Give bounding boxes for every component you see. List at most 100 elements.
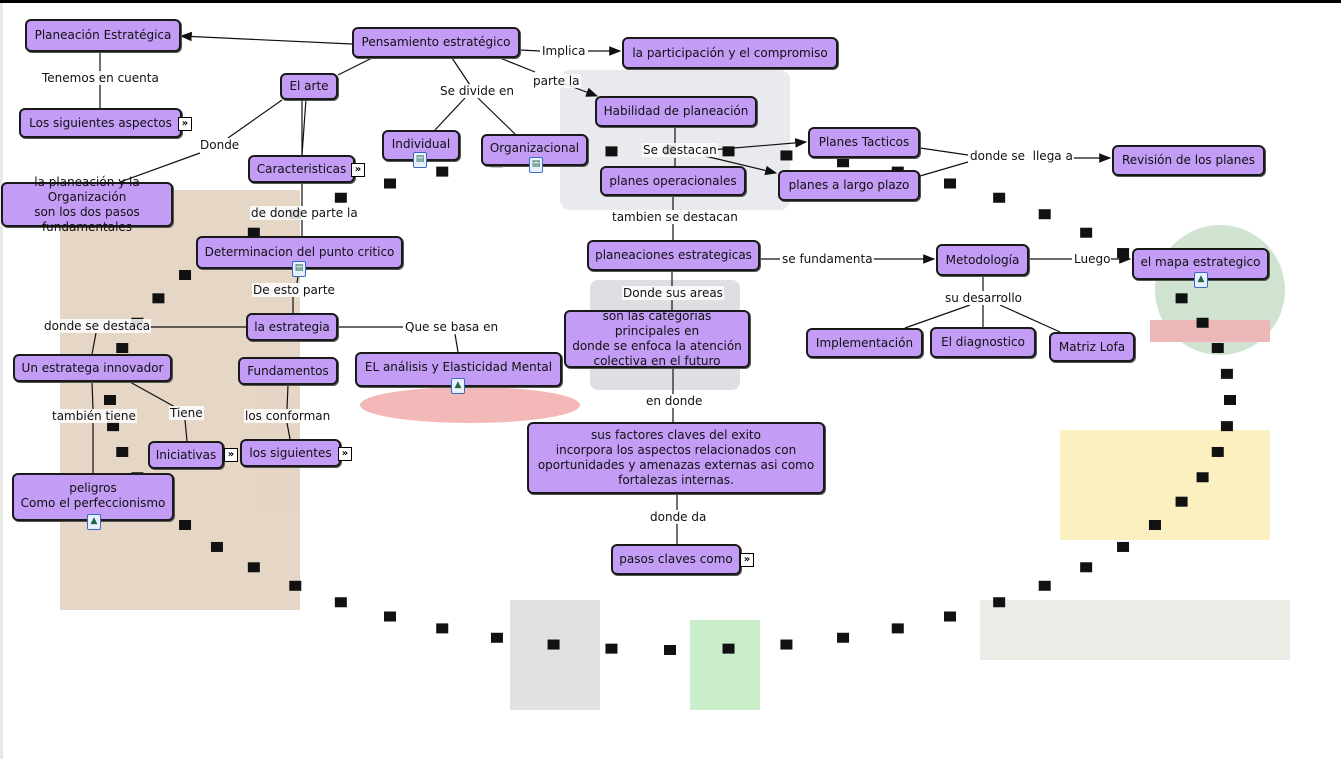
concept-planeaciones-estrategicas[interactable]: planeaciones estrategicas: [587, 240, 760, 271]
decorative-dot: [1220, 421, 1233, 432]
decorative-dot: [993, 597, 1006, 608]
decorative-dot: [152, 293, 165, 304]
concept-planeacion-organizacion[interactable]: la planeación y la Organización son los …: [1, 175, 173, 234]
concept-pasos-claves[interactable]: pasos claves como: [611, 544, 741, 575]
link-label-en-donde: en donde: [645, 394, 704, 408]
decorative-dot: [944, 178, 956, 189]
link-label-tiene: Tiene: [169, 406, 204, 420]
concept-metodologia[interactable]: Metodología: [936, 244, 1029, 276]
decorative-dot: [891, 623, 904, 634]
expand-submap-icon[interactable]: »: [178, 117, 192, 131]
concept-pensamiento-estrategico[interactable]: Pensamiento estratégico: [352, 27, 520, 58]
decorative-dot: [104, 395, 116, 405]
decorative-dot: [334, 597, 347, 608]
decorative-dot: [1175, 496, 1188, 507]
document-resource-icon[interactable]: ▤: [292, 261, 306, 277]
concept-implementacion[interactable]: Implementación: [806, 328, 923, 358]
decorative-dot: [116, 446, 129, 457]
concept-el-arte[interactable]: El arte: [280, 73, 338, 100]
decorative-dot: [1038, 580, 1051, 591]
concept-habilidad-planeacion[interactable]: Habilidad de planeación: [595, 96, 757, 127]
link-label-donde-areas: Donde sus areas: [622, 286, 724, 300]
concept-matriz-lofa[interactable]: Matriz Lofa: [1049, 332, 1135, 362]
decorative-dot: [1220, 368, 1233, 379]
concept-factores-claves[interactable]: sus factores claves del exito incorpora …: [527, 422, 825, 494]
decorative-dot: [179, 270, 192, 280]
decorative-dot: [490, 632, 503, 643]
image-resource-icon[interactable]: ▲: [1194, 272, 1208, 288]
decorative-dot: [179, 520, 192, 530]
link-label-divide: Se divide en: [439, 84, 516, 98]
image-resource-icon[interactable]: ▲: [451, 378, 465, 394]
link-label-donde: Donde: [199, 138, 241, 152]
decorative-dot: [605, 643, 618, 654]
link-label-donde-da: donde da: [649, 510, 708, 524]
concept-fundamentos[interactable]: Fundamentos: [238, 357, 338, 385]
decorative-dot: [436, 623, 449, 634]
window-left-border: [0, 3, 3, 759]
decorative-dot: [116, 343, 129, 354]
decorative-dot: [1211, 343, 1224, 354]
link-label-implica: Implica: [541, 44, 587, 58]
link-label-tambien-destacan: tambien se destacan: [611, 210, 739, 224]
link-label-fundamenta: se fundamenta: [781, 252, 874, 266]
decorative-dot: [780, 150, 793, 161]
decorative-dot: [1196, 472, 1209, 483]
link-label-desarrollo: su desarrollo: [944, 291, 1024, 305]
decorative-dot: [1080, 227, 1093, 238]
decorative-dot: [722, 643, 735, 654]
concept-la-estrategia[interactable]: la estrategia: [246, 313, 338, 341]
decorative-dot: [1148, 520, 1161, 530]
concept-peligros[interactable]: peligros Como el perfeccionismo: [12, 473, 174, 521]
decorative-dot: [1175, 293, 1188, 304]
decorative-dot: [247, 227, 260, 238]
concept-participacion[interactable]: la participación y el compromiso: [622, 37, 838, 69]
decorative-dot: [210, 541, 223, 552]
image-resource-icon[interactable]: ▲: [87, 514, 101, 530]
decorative-dot: [107, 421, 120, 432]
concept-caracteristicas[interactable]: Caracteristicas: [248, 155, 355, 183]
dotted-circle-decoration: [104, 145, 1236, 655]
decorative-dot: [384, 611, 396, 622]
decorative-dot: [1211, 446, 1224, 457]
concept-analisis-elasticidad[interactable]: EL análisis y Elasticidad Mental: [355, 352, 562, 387]
link-label-de-esto: De esto parte: [252, 283, 336, 297]
document-resource-icon[interactable]: ▤: [413, 152, 427, 168]
link-label-luego: Luego: [1073, 252, 1112, 266]
expand-submap-icon[interactable]: »: [740, 553, 754, 567]
decorative-dot: [837, 632, 850, 643]
concept-planes-tacticos[interactable]: Planes Tacticos: [808, 127, 920, 158]
expand-submap-icon[interactable]: »: [338, 447, 352, 461]
decorative-dot: [1224, 395, 1236, 405]
concept-individual[interactable]: Individual: [382, 130, 460, 161]
expand-submap-icon[interactable]: »: [351, 163, 365, 177]
concept-los-siguientes[interactable]: los siguientes: [240, 439, 341, 467]
concept-siguientes-aspectos[interactable]: Los siguientes aspectos: [19, 108, 182, 138]
decorative-dot: [334, 192, 347, 203]
expand-submap-icon[interactable]: »: [224, 448, 238, 462]
document-resource-icon[interactable]: ▤: [529, 157, 543, 173]
decorative-dot: [547, 639, 560, 650]
link-label-basa: Que se basa en: [404, 320, 500, 334]
concept-planes-largo-plazo[interactable]: planes a largo plazo: [778, 170, 920, 201]
concept-diagnostico[interactable]: El diagnostico: [930, 327, 1036, 358]
decorative-dot: [384, 178, 396, 189]
decorative-dot: [436, 166, 449, 177]
concept-iniciativas[interactable]: Iniciativas: [148, 441, 224, 469]
concept-categorias[interactable]: son las categorias principales en donde …: [564, 309, 750, 368]
link-label-parte-la: parte la: [532, 74, 581, 88]
decorative-dot: [722, 146, 735, 157]
link-label-conforman: los conforman: [244, 409, 332, 423]
link-label-se-destacan: Se destacan: [642, 143, 718, 157]
concept-planeacion-estrategica[interactable]: Planeación Estratégica: [25, 19, 181, 52]
concept-planes-operacionales[interactable]: planes operacionales: [600, 166, 746, 196]
decorative-dot: [605, 146, 618, 157]
window-top-border: [0, 0, 1341, 3]
decorative-dot: [1080, 562, 1093, 573]
concept-estratega-innovador[interactable]: Un estratega innovador: [13, 354, 172, 382]
link-label-tambien-tiene: también tiene: [51, 409, 137, 423]
decorative-dot: [1117, 248, 1130, 259]
concept-revision-planes[interactable]: Revisión de los planes: [1112, 145, 1265, 176]
decorative-dot: [289, 580, 302, 591]
decorative-dot: [1196, 317, 1209, 328]
